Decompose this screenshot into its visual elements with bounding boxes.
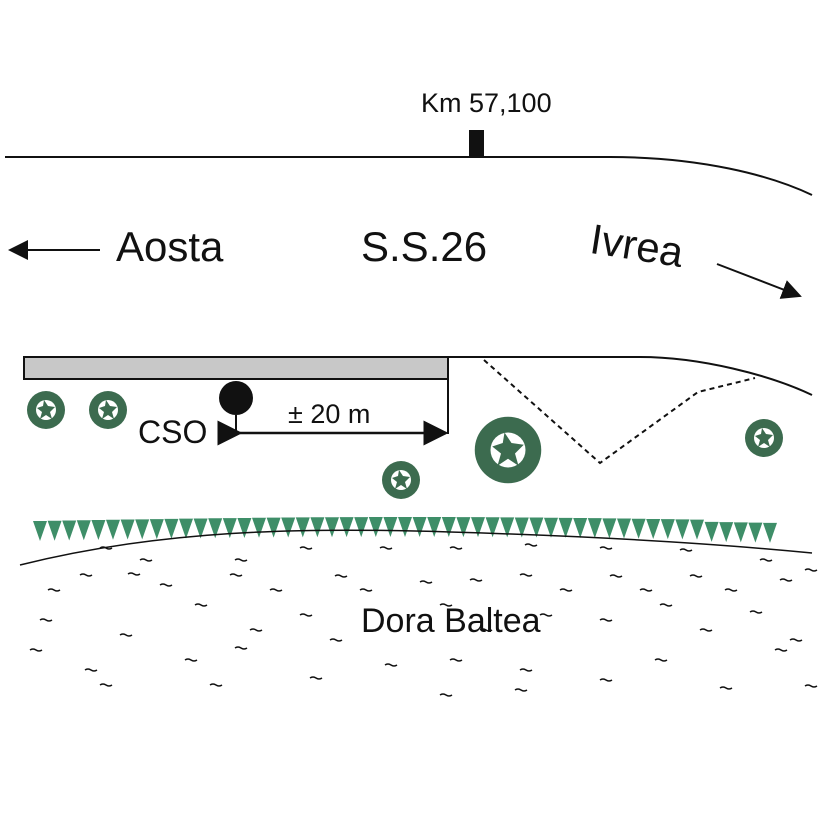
riverbank-vegetation-icon bbox=[33, 517, 777, 543]
aosta-direction-label: Aosta bbox=[116, 223, 224, 270]
shrub-icon bbox=[89, 391, 127, 429]
shrub-icon bbox=[745, 419, 783, 457]
road-lower-edge bbox=[448, 356, 813, 396]
ivrea-arrow bbox=[716, 263, 802, 299]
shrub-icon bbox=[382, 461, 420, 499]
road-upper-edge bbox=[5, 156, 813, 196]
road-name-label: S.S.26 bbox=[361, 223, 488, 270]
water-surface-icon bbox=[29, 543, 818, 697]
riverbank-line bbox=[19, 529, 813, 566]
shrub-icon bbox=[27, 391, 65, 429]
shrub-icon bbox=[474, 416, 542, 484]
river-name-label: Dora Baltea bbox=[361, 602, 541, 640]
km-post-icon bbox=[469, 130, 484, 157]
cso-label: CSO bbox=[138, 414, 208, 450]
outfall-pipe bbox=[23, 356, 449, 380]
cso-outfall-icon bbox=[219, 381, 253, 415]
km-marker-label: Km 57,100 bbox=[421, 88, 552, 118]
distance-label: ± 20 m bbox=[288, 399, 371, 429]
